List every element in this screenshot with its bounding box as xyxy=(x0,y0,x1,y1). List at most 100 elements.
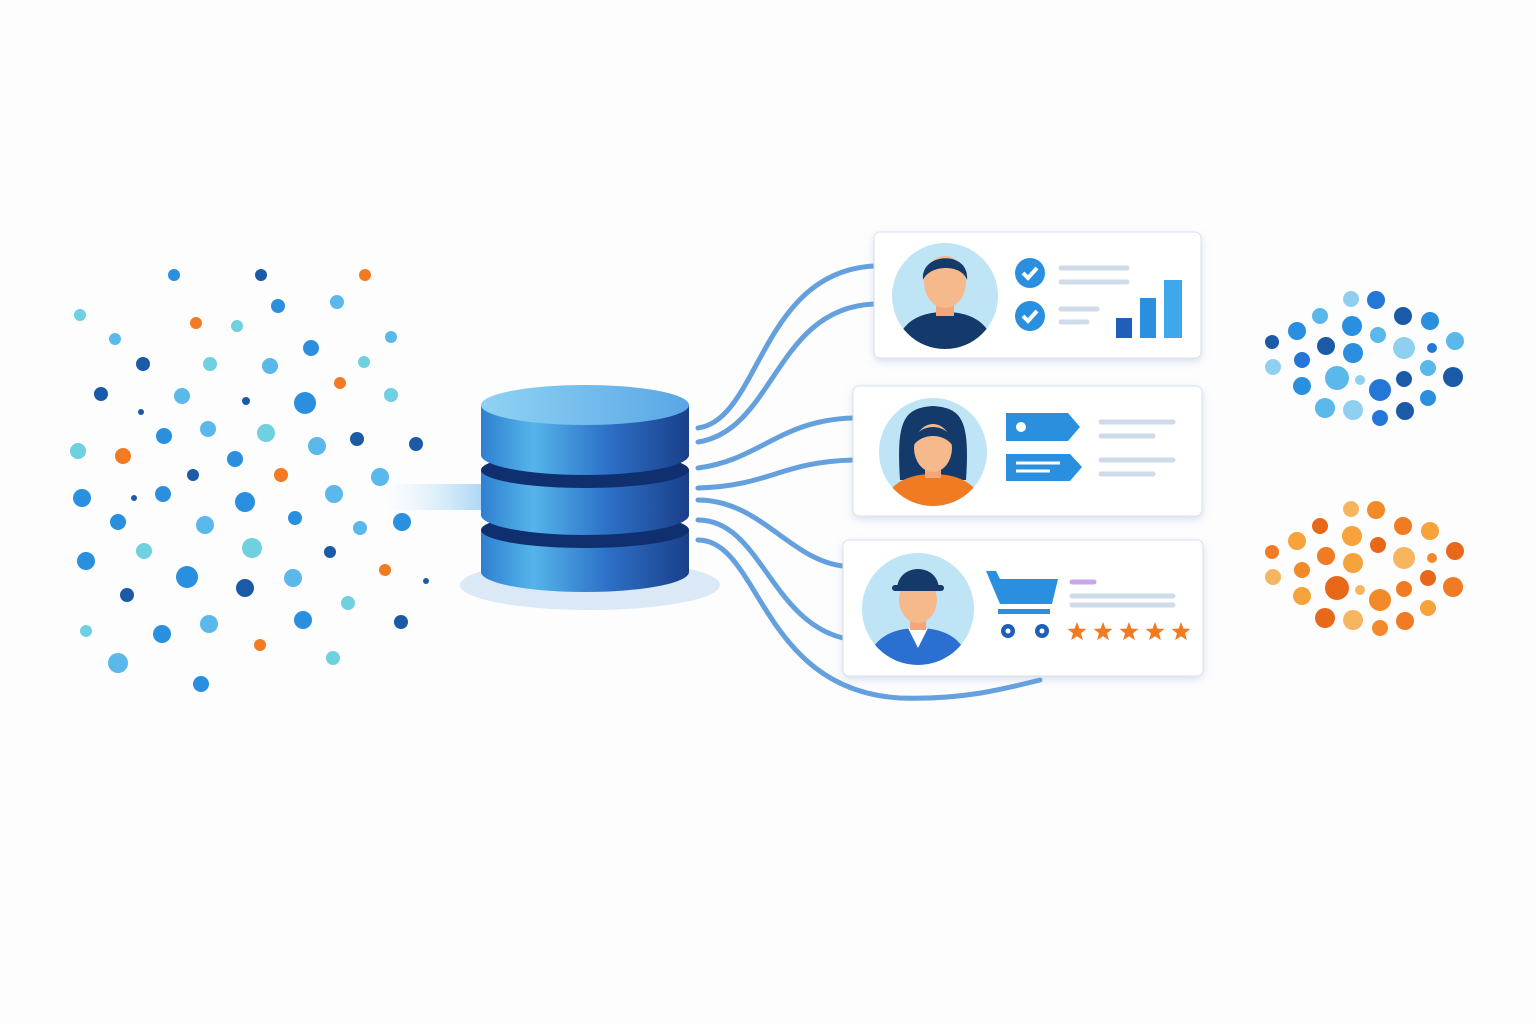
data-dot xyxy=(288,511,302,525)
connectors xyxy=(695,263,1043,701)
check-icon xyxy=(1015,258,1045,288)
blue-segment-cluster-dot xyxy=(1355,375,1365,385)
data-dot xyxy=(350,432,364,446)
blue-segment-cluster-dot xyxy=(1369,379,1391,401)
data-dot xyxy=(257,424,275,442)
blue-segment-cluster-dot xyxy=(1370,327,1386,343)
text-lines xyxy=(1069,579,1176,608)
orange-segment-cluster-dot xyxy=(1420,600,1436,616)
data-dot xyxy=(193,676,209,692)
data-dot xyxy=(294,611,312,629)
data-dot xyxy=(80,625,92,637)
orange-segment-cluster-dot xyxy=(1265,545,1279,559)
check-icon xyxy=(1015,301,1045,331)
blue-segment-cluster-dot xyxy=(1342,316,1362,336)
orange-segment-cluster-dot xyxy=(1370,537,1386,553)
data-dot xyxy=(94,387,108,401)
blue-segment-cluster-dot xyxy=(1393,337,1415,359)
star-icon xyxy=(1067,622,1087,641)
data-dot xyxy=(308,437,326,455)
data-dot xyxy=(77,552,95,570)
data-dot xyxy=(138,409,144,415)
blue-segment-cluster-dot xyxy=(1420,360,1436,376)
man-avatar-icon xyxy=(892,243,998,349)
blue-segment-cluster-dot xyxy=(1396,402,1414,420)
blue-segment-cluster-dot xyxy=(1288,322,1306,340)
data-dot xyxy=(294,392,316,414)
data-dot xyxy=(73,489,91,507)
data-dot xyxy=(203,357,217,371)
blue-segment-cluster-dot xyxy=(1294,352,1310,368)
blue-segment-cluster-dot xyxy=(1317,337,1335,355)
woman-avatar-icon xyxy=(879,398,987,506)
data-dot xyxy=(334,377,346,389)
blue-segment-cluster-dot xyxy=(1293,377,1311,395)
orange-segment-cluster-dot xyxy=(1294,562,1310,578)
blue-segment-cluster-dot xyxy=(1396,371,1412,387)
man-cap-avatar-icon xyxy=(862,553,974,665)
shopping-cart-icon xyxy=(986,571,1058,638)
data-dot xyxy=(242,538,262,558)
orange-segment-cluster-dot xyxy=(1343,610,1363,630)
data-dot xyxy=(190,317,202,329)
profile-card-3[interactable] xyxy=(842,539,1204,677)
data-dot xyxy=(200,421,216,437)
data-dot xyxy=(174,388,190,404)
data-dot xyxy=(255,269,267,281)
orange-segment-cluster-dot xyxy=(1394,517,1412,535)
data-dot xyxy=(231,320,243,332)
blue-segment-cluster-dot xyxy=(1343,343,1363,363)
data-dot xyxy=(325,485,343,503)
data-dot xyxy=(254,639,266,651)
data-dot xyxy=(196,516,214,534)
blue-segment-cluster-dot xyxy=(1443,367,1463,387)
tag-icon xyxy=(1006,413,1080,441)
data-dot xyxy=(176,566,198,588)
orange-segment-cluster-dot xyxy=(1393,547,1415,569)
orange-segment-cluster-dot xyxy=(1343,553,1363,573)
orange-segment-cluster-dot xyxy=(1446,542,1464,560)
data-dot xyxy=(330,295,344,309)
data-dot xyxy=(385,331,397,343)
data-dot xyxy=(262,358,278,374)
orange-segment-cluster-dot xyxy=(1396,612,1414,630)
data-dot xyxy=(108,653,128,673)
data-dot xyxy=(153,625,171,643)
orange-segment-cluster-dot xyxy=(1343,501,1359,517)
blue-segment-cluster-dot xyxy=(1325,366,1349,390)
data-dot xyxy=(284,569,302,587)
bar-chart-icon xyxy=(1116,280,1182,338)
segment-clusters xyxy=(1265,291,1464,636)
data-dot xyxy=(394,615,408,629)
data-dot xyxy=(136,357,150,371)
star-icon xyxy=(1093,622,1113,641)
orange-segment-cluster-dot xyxy=(1420,570,1436,586)
orange-segment-cluster-dot xyxy=(1369,589,1391,611)
blue-segment-cluster-dot xyxy=(1427,343,1437,353)
orange-segment-cluster-dot xyxy=(1355,585,1365,595)
data-dot xyxy=(236,579,254,597)
data-dot xyxy=(235,492,255,512)
data-dot xyxy=(200,615,218,633)
data-dot xyxy=(109,333,121,345)
blue-segment-cluster-dot xyxy=(1265,335,1279,349)
data-dot xyxy=(74,309,86,321)
data-dot xyxy=(274,468,288,482)
orange-segment-cluster-dot xyxy=(1396,581,1412,597)
data-dot xyxy=(303,340,319,356)
profile-card-2[interactable] xyxy=(852,385,1203,517)
blue-segment-cluster-dot xyxy=(1343,291,1359,307)
rating-stars-icon xyxy=(1067,622,1191,641)
profile-card-1[interactable] xyxy=(873,231,1202,359)
orange-segment-cluster-dot xyxy=(1427,553,1437,563)
data-dot xyxy=(409,437,423,451)
orange-segment-cluster-dot xyxy=(1372,620,1388,636)
data-dot xyxy=(324,546,336,558)
data-dot xyxy=(353,521,367,535)
star-icon xyxy=(1145,622,1165,641)
data-dot xyxy=(115,448,131,464)
database-cylinder-icon xyxy=(460,385,720,610)
data-dot xyxy=(384,388,398,402)
orange-segment-cluster-dot xyxy=(1293,587,1311,605)
